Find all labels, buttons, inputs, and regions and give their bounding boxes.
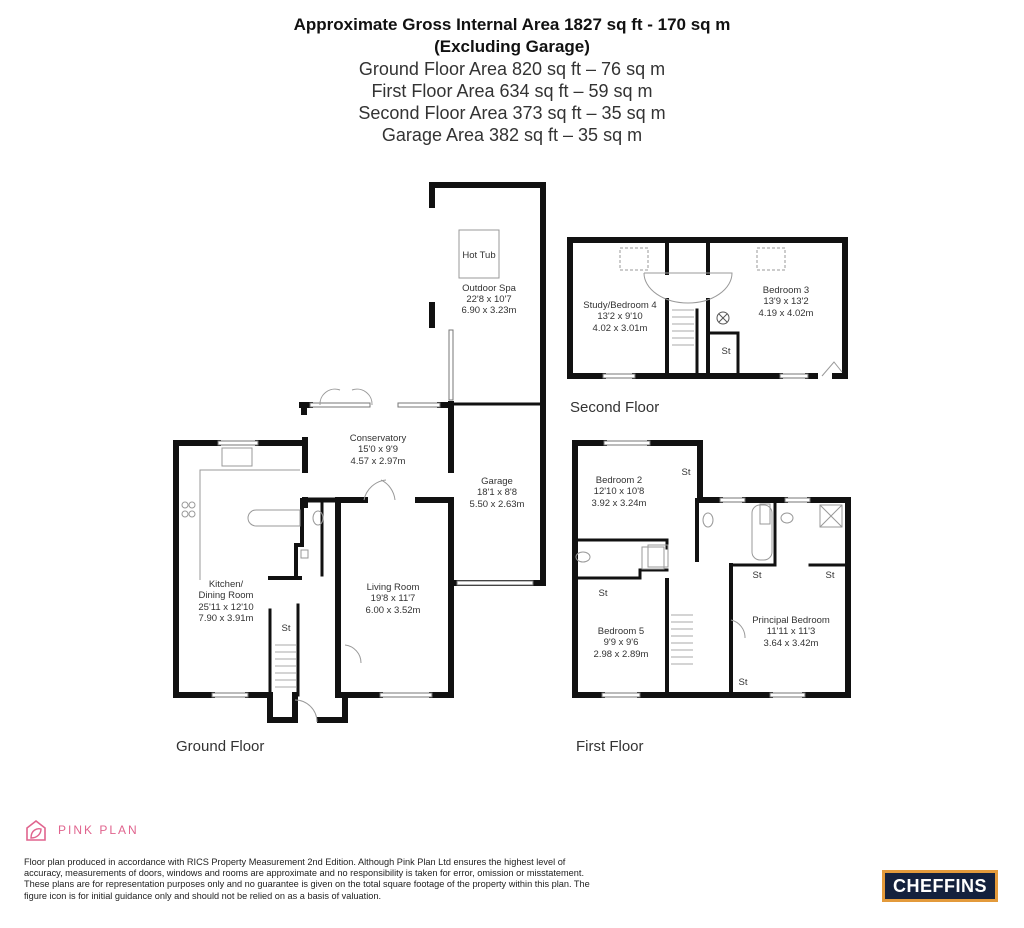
- store-label: St: [599, 588, 608, 599]
- store-label: St: [282, 623, 291, 634]
- boiler-icon: [716, 311, 730, 325]
- svg-text:Bedroom 2: Bedroom 2: [596, 475, 642, 486]
- room-bedroom-3: Bedroom 3 13'9 x 13'2 4.19 x 4.02m: [759, 285, 814, 319]
- svg-text:Dining Room: Dining Room: [199, 590, 254, 601]
- second-floor-label: Second Floor: [570, 399, 660, 416]
- pink-plan-logo: PINK PLAN: [24, 818, 139, 842]
- svg-text:Garage: Garage: [481, 476, 513, 487]
- living-room-walls: [335, 497, 383, 698]
- kitchen-sink-icon: [221, 447, 253, 467]
- room-bedroom-5: Bedroom 5 9'9 x 9'6 2.98 x 2.89m: [594, 626, 649, 660]
- svg-text:18'1 x 8'8: 18'1 x 8'8: [477, 487, 517, 498]
- cheffins-logo: CHEFFINS: [882, 870, 998, 902]
- brand-name: PINK PLAN: [58, 823, 139, 837]
- house-leaf-icon: [26, 819, 46, 841]
- svg-text:9'9 x 9'6: 9'9 x 9'6: [604, 637, 639, 648]
- store-label: St: [826, 570, 835, 581]
- svg-text:7.90 x 3.91m: 7.90 x 3.91m: [199, 613, 254, 624]
- store-label: St: [739, 677, 748, 688]
- garage-area: Garage Area 382 sq ft – 35 sq m: [381, 125, 643, 145]
- svg-text:22'8 x 10'7: 22'8 x 10'7: [466, 294, 511, 305]
- room-garage: Garage 18'1 x 8'8 5.50 x 2.63m: [470, 476, 525, 510]
- store-label: St: [722, 346, 731, 357]
- second-floor-area: Second Floor Area 373 sq ft – 35 sq m: [358, 103, 666, 123]
- svg-text:12'10 x 10'8: 12'10 x 10'8: [594, 486, 645, 497]
- gross-area-subtitle: (Excluding Garage): [434, 37, 590, 56]
- svg-text:11'11 x 11'3: 11'11 x 11'3: [767, 626, 816, 637]
- svg-text:3.92 x 3.24m: 3.92 x 3.24m: [592, 498, 647, 509]
- gross-area-title: Approximate Gross Internal Area 1827 sq …: [293, 15, 731, 34]
- bath-icon: [751, 504, 773, 561]
- room-conservatory: Conservatory 15'0 x 9'9 4.57 x 2.97m: [350, 433, 407, 467]
- svg-text:4.57 x 2.97m: 4.57 x 2.97m: [351, 456, 406, 467]
- room-outdoor-spa: Hot Tub Outdoor Spa 22'8 x 10'7 6.90 x 3…: [462, 250, 517, 316]
- svg-text:Principal Bedroom: Principal Bedroom: [752, 615, 830, 626]
- svg-text:4.19 x 4.02m: 4.19 x 4.02m: [759, 308, 814, 319]
- disclaimer-text: Floor plan produced in accordance with R…: [24, 857, 590, 901]
- svg-text:Conservatory: Conservatory: [350, 433, 407, 444]
- svg-text:6.00 x 3.52m: 6.00 x 3.52m: [366, 605, 421, 616]
- svg-text:4.02 x 3.01m: 4.02 x 3.01m: [593, 323, 648, 334]
- svg-text:Outdoor Spa: Outdoor Spa: [462, 283, 517, 294]
- store-label: St: [682, 467, 691, 478]
- hot-tub: [458, 229, 500, 279]
- svg-text:6.90 x 3.23m: 6.90 x 3.23m: [462, 305, 517, 316]
- svg-text:15'0 x 9'9: 15'0 x 9'9: [358, 444, 398, 455]
- svg-text:Study/Bedroom 4: Study/Bedroom 4: [583, 300, 656, 311]
- area-summary-header: Approximate Gross Internal Area 1827 sq …: [0, 14, 1024, 146]
- room-bedroom-2: Bedroom 2 12'10 x 10'8 3.92 x 3.24m: [592, 475, 647, 509]
- svg-text:25'11 x 12'10: 25'11 x 12'10: [198, 602, 253, 613]
- kitchen-walls: [173, 440, 221, 698]
- svg-text:Bedroom 3: Bedroom 3: [763, 285, 809, 296]
- svg-text:5.50 x 2.63m: 5.50 x 2.63m: [470, 499, 525, 510]
- ground-floor-label: Ground Floor: [176, 738, 265, 755]
- first-floor-label: First Floor: [576, 738, 644, 755]
- kitchen-island: [247, 509, 301, 527]
- store-label: St: [753, 570, 762, 581]
- room-kitchen-dining: Kitchen/ Dining Room 25'11 x 12'10 7.90 …: [198, 579, 253, 624]
- first-floor-area: First Floor Area 634 sq ft – 59 sq m: [371, 81, 653, 101]
- svg-text:Living Room: Living Room: [367, 582, 420, 593]
- svg-text:19'8 x 11'7: 19'8 x 11'7: [371, 593, 416, 604]
- svg-text:Kitchen/: Kitchen/: [209, 579, 244, 590]
- room-study-bedroom-4: Study/Bedroom 4 13'2 x 9'10 4.02 x 3.01m: [583, 300, 656, 334]
- room-principal-bedroom: Principal Bedroom 11'11 x 11'3 3.64 x 3.…: [752, 615, 830, 649]
- svg-text:2.98 x 2.89m: 2.98 x 2.89m: [594, 649, 649, 660]
- room-living-room: Living Room 19'8 x 11'7 6.00 x 3.52m: [366, 582, 421, 616]
- svg-text:Bedroom 5: Bedroom 5: [598, 626, 644, 637]
- hot-tub-label: Hot Tub: [462, 250, 495, 261]
- ground-floor-area: Ground Floor Area 820 sq ft – 76 sq m: [358, 59, 666, 79]
- svg-text:13'9 x 13'2: 13'9 x 13'2: [763, 296, 808, 307]
- svg-text:3.64 x 3.42m: 3.64 x 3.42m: [764, 638, 819, 649]
- svg-text:13'2 x 9'10: 13'2 x 9'10: [597, 311, 642, 322]
- toilet-icon: [312, 510, 324, 526]
